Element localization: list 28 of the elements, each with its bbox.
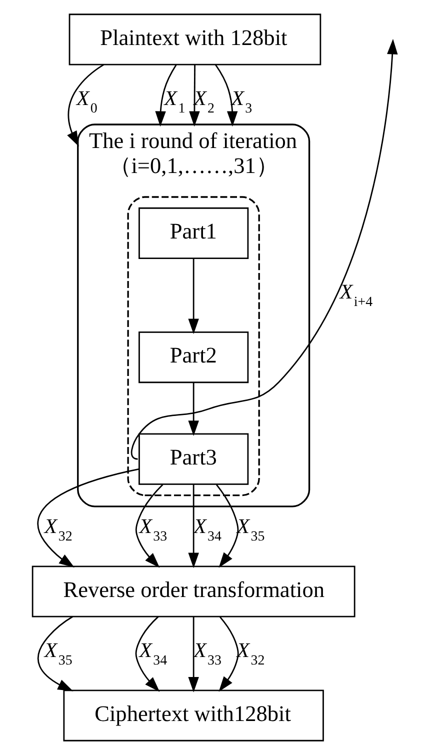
edge-label: X$_{32}$ <box>44 514 72 544</box>
arrow <box>188 616 198 692</box>
arrow <box>154 64 176 127</box>
arrow <box>36 616 73 692</box>
node-box: Part3 <box>138 433 248 485</box>
arrow <box>36 468 139 568</box>
arrow <box>66 64 104 146</box>
node-box: Ciphertext with128bit <box>62 690 324 742</box>
edge-label: X$_{1}$ <box>164 86 185 116</box>
arrow <box>188 258 198 334</box>
cluster <box>126 196 260 496</box>
arrow <box>188 484 198 568</box>
node-box: Part1 <box>138 207 248 260</box>
arrow <box>130 38 398 460</box>
node-box: Reverse order transformation <box>31 566 355 618</box>
edge-label: X$_{33}$ <box>138 514 167 544</box>
edge-label: X$_{35}$ <box>44 638 72 668</box>
arrow <box>134 616 160 692</box>
arrow <box>215 484 238 568</box>
node-box: Plaintext with 128bit <box>68 14 321 66</box>
arrow <box>218 616 238 692</box>
arrow <box>214 64 238 127</box>
edge-label: X$_{0}$ <box>76 86 97 116</box>
node-box: Part2 <box>138 332 248 384</box>
edge-label: X$_{34}$ <box>138 638 167 668</box>
edge-label: X$_{i+4}$ <box>339 280 372 310</box>
edge-label: X$_{3}$ <box>230 86 252 116</box>
arrow <box>188 382 198 436</box>
